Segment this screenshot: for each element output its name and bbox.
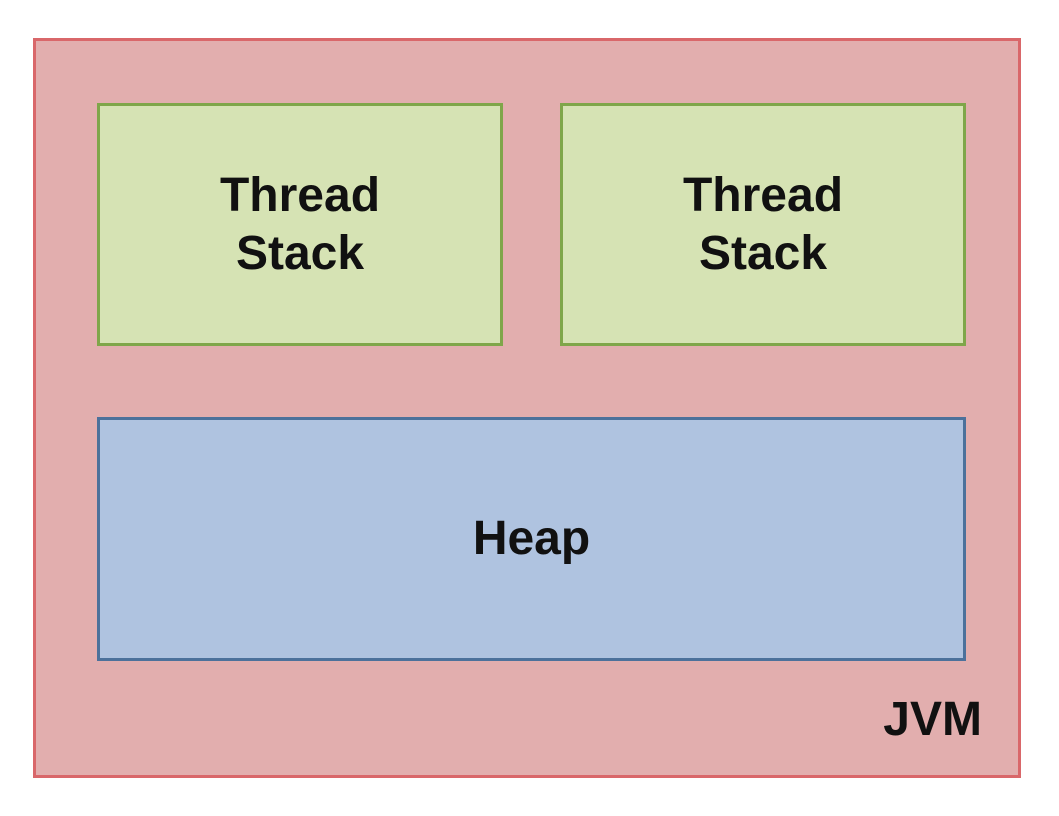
thread-stack-1-line2: Stack (235, 226, 365, 280)
thread-stack-box-2: Thread Stack (560, 103, 966, 346)
heap-box: Heap (97, 417, 966, 661)
thread-stack-box-1: Thread Stack (97, 103, 503, 346)
thread-stack-label-2: Thread Stack (683, 167, 843, 282)
thread-stack-1-line1: Thread (219, 168, 381, 222)
heap-label: Heap (472, 512, 591, 566)
jvm-container: Thread Stack Thread Stack Heap JVM (33, 38, 1021, 778)
jvm-label: JVM (883, 693, 982, 746)
thread-stack-2-line1: Thread (682, 168, 844, 222)
thread-stack-2-line2: Stack (698, 226, 828, 280)
thread-stack-label-1: Thread Stack (220, 167, 380, 282)
